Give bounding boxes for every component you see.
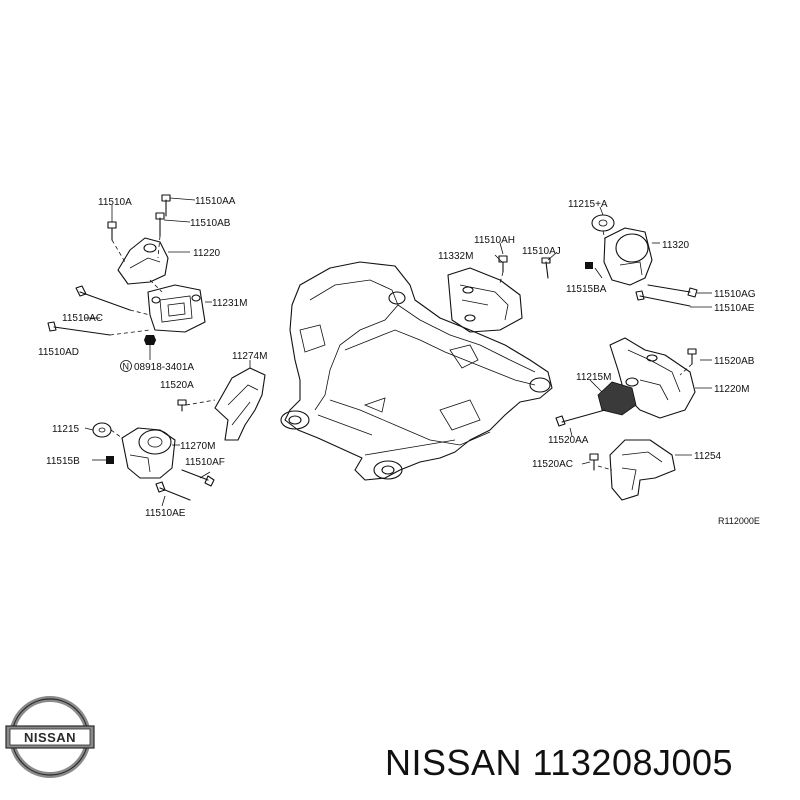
- clip-11515BA: [585, 262, 593, 269]
- label-11220M: 11220M: [714, 384, 749, 395]
- label-11215A: 11215+A: [568, 199, 608, 210]
- bolt-11510AE-right: [635, 290, 691, 307]
- label-11510AG: 11510AG: [714, 289, 756, 300]
- label-11510AB: 11510AB: [190, 218, 231, 229]
- bolt-11510AB: [155, 212, 165, 237]
- label-11215M: 11215M: [576, 372, 611, 383]
- label-11520A: 11520A: [160, 380, 194, 391]
- label-11520AA: 11520AA: [548, 435, 589, 446]
- bolt-11510A: [107, 221, 117, 241]
- nissan-logo: NISSAN: [5, 696, 95, 778]
- nut-08918: [144, 335, 156, 345]
- bolt-11520AB: [687, 348, 697, 365]
- label-11510AC: 11510AC: [62, 313, 103, 324]
- mount-11320: [603, 227, 653, 286]
- bracket-11254-group: [581, 439, 692, 501]
- label-11510AE-right: 11510AE: [714, 303, 755, 314]
- label-11332M: 11332M: [438, 251, 473, 262]
- bolt-11510AD: [47, 321, 111, 336]
- label-11515BA: 11515BA: [566, 284, 607, 295]
- logo-text: NISSAN: [24, 730, 76, 745]
- bolt-11520AC: [589, 453, 599, 471]
- mount-11220M-group: [555, 337, 712, 437]
- label-11231M: 11231M: [212, 298, 247, 309]
- upper-left-mount-group: [47, 194, 212, 360]
- symbol-N-circle: [120, 360, 132, 372]
- label-11520AB: 11520AB: [714, 356, 755, 367]
- mount-11215M: [597, 381, 637, 416]
- bracket-11274M-group: [177, 360, 266, 441]
- label-11274M: 11274M: [232, 351, 267, 362]
- clip-11515B: [106, 456, 114, 464]
- bolt-11520A: [177, 399, 187, 412]
- bolt-11510AA: [161, 194, 171, 217]
- bolt-11510AJ: [541, 257, 551, 279]
- mount-11270M: [121, 427, 176, 479]
- washer-11215A: [591, 214, 615, 232]
- label-11510AA: 11510AA: [195, 196, 236, 207]
- label-11320: 11320: [662, 240, 690, 251]
- label-11520AC: 11520AC: [532, 459, 573, 470]
- label-08918-3401A: 08918-3401A: [134, 362, 194, 373]
- label-N-prefix: N: [123, 362, 130, 372]
- mount-11320-group: [585, 206, 712, 308]
- part-number-caption: NISSAN 113208J005: [385, 742, 734, 783]
- label-11510AE-left: 11510AE: [145, 508, 186, 519]
- bolt-11510AG: [647, 284, 698, 298]
- lower-left-mount-group: [84, 422, 215, 507]
- bolt-11510AE-left: [155, 481, 191, 501]
- label-11510AD: 11510AD: [38, 347, 79, 358]
- washer-11215: [92, 422, 112, 438]
- bolt-11510AH: [498, 255, 508, 273]
- bolt-11510AF: [181, 469, 215, 487]
- mount-11231M: [147, 284, 206, 333]
- callout-labels: 11510A 11510AA 11510AB 11220 11231M 1151…: [38, 196, 760, 526]
- label-11515B: 11515B: [46, 456, 80, 467]
- diagram-reference: R112000E: [718, 516, 760, 526]
- label-11215-left: 11215: [52, 424, 80, 435]
- label-11510AF: 11510AF: [185, 457, 225, 468]
- bracket-11332M-group: [447, 242, 557, 333]
- bracket-11254: [609, 439, 676, 501]
- bolt-11510AC: [75, 285, 131, 311]
- label-11254: 11254: [694, 451, 722, 462]
- label-11510A: 11510A: [98, 197, 132, 208]
- bracket-11274M: [214, 367, 266, 441]
- front-subframe: [280, 261, 553, 481]
- label-11510AJ: 11510AJ: [522, 246, 561, 257]
- bracket-11332M: [447, 267, 523, 333]
- label-11510AH: 11510AH: [474, 235, 515, 246]
- bracket-11220: [117, 237, 169, 285]
- label-11270M: 11270M: [180, 441, 215, 452]
- label-11220: 11220: [193, 248, 221, 259]
- bolt-11520AA: [555, 409, 606, 427]
